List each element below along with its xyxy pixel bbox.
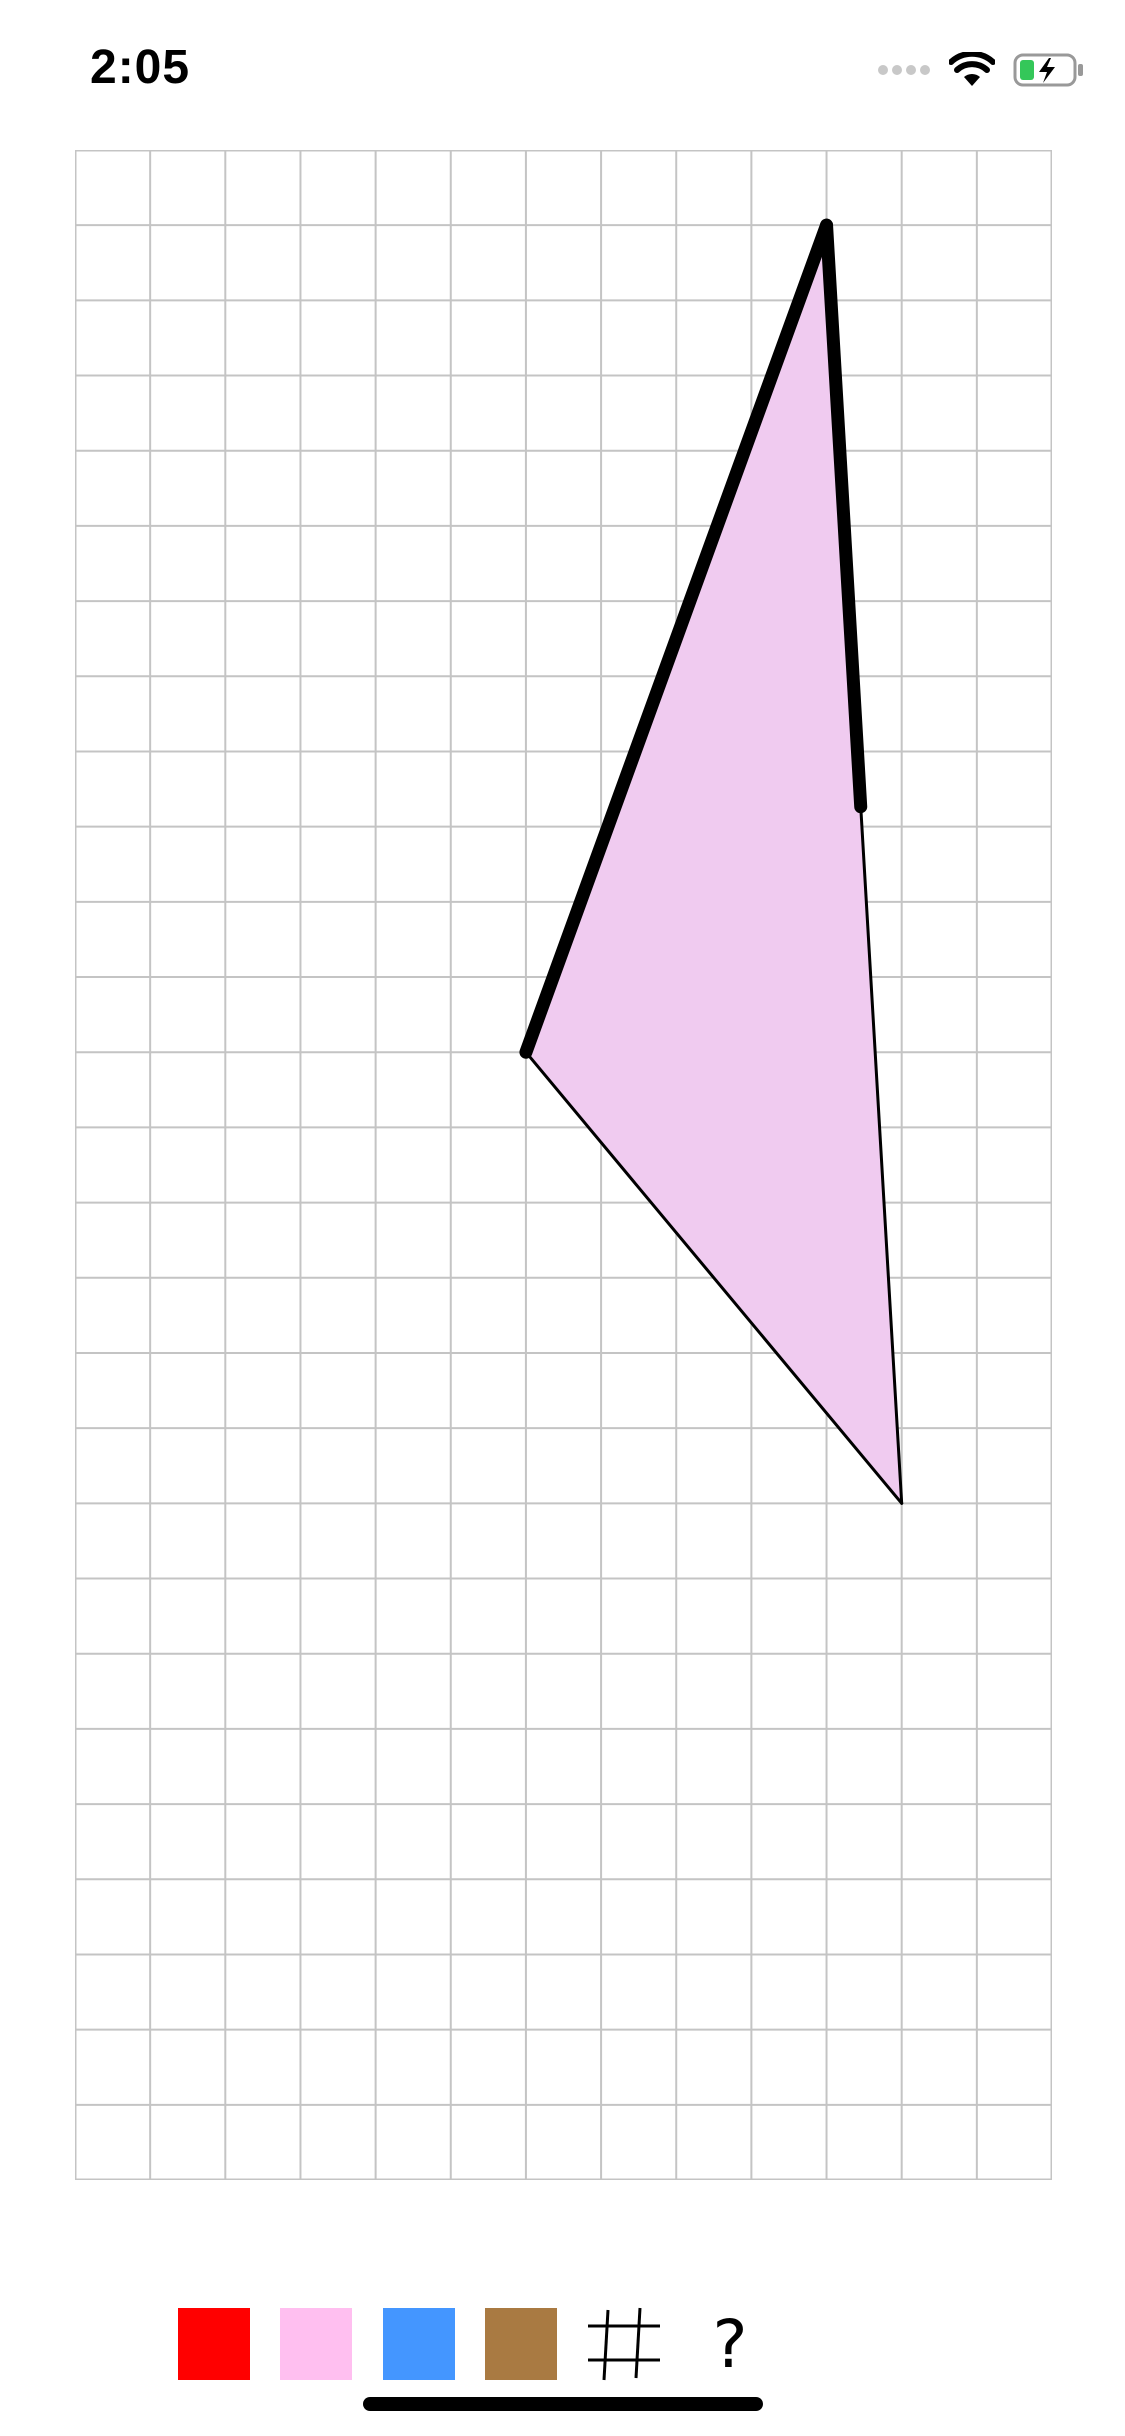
color-swatch-blue[interactable] bbox=[383, 2308, 455, 2380]
triangle-edge-right-bold bbox=[820, 218, 868, 814]
shape-layer bbox=[519, 218, 904, 1505]
color-swatch-brown[interactable] bbox=[485, 2308, 557, 2380]
grid-toggle-button[interactable] bbox=[584, 2304, 664, 2384]
status-bar: 2:05 bbox=[0, 0, 1125, 140]
triangle-edge-bottom-left bbox=[524, 1050, 904, 1505]
color-swatch-pink[interactable] bbox=[280, 2308, 352, 2380]
grid-canvas-svg[interactable] bbox=[74, 149, 1053, 2181]
toolbar: ? bbox=[0, 2300, 1125, 2383]
grid-icon bbox=[588, 2307, 660, 2381]
triangle-edge-left-bold bbox=[519, 218, 834, 1059]
battery-charging-icon bbox=[1013, 53, 1083, 87]
drawing-canvas[interactable] bbox=[74, 149, 1053, 2181]
color-swatch-red[interactable] bbox=[178, 2308, 250, 2380]
status-icons bbox=[877, 48, 1085, 92]
triangle-fill bbox=[525, 225, 902, 1504]
signal-dots-icon bbox=[878, 65, 930, 75]
wifi-icon bbox=[949, 52, 995, 86]
grid-lines bbox=[74, 149, 1053, 2181]
help-button[interactable]: ? bbox=[712, 2306, 748, 2383]
home-indicator bbox=[363, 2397, 763, 2411]
status-time: 2:05 bbox=[90, 41, 191, 94]
